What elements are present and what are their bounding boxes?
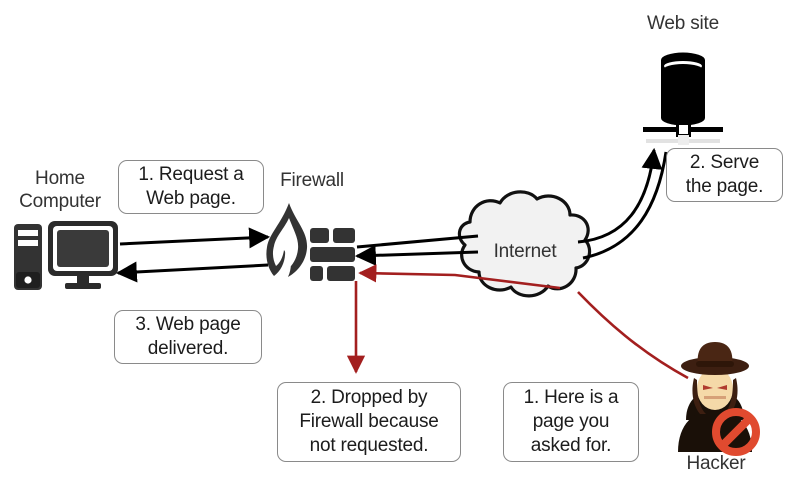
- callout-here-is-a-page: 1. Here is a page you asked for.: [503, 382, 639, 462]
- cloud-icon: [457, 190, 592, 298]
- callout-request-web-page: 1. Request a Web page.: [118, 160, 264, 214]
- firewall-flame-brick-icon: [266, 203, 355, 281]
- flow-website-to-internet: [582, 151, 668, 260]
- flow-firewall-to-internet: [356, 234, 479, 249]
- label-hacker: Hacker: [686, 453, 746, 474]
- flow-cloud-to-firewall-red: [358, 264, 561, 290]
- flow-internet-to-website: [577, 147, 663, 244]
- flow-computer-to-firewall: [119, 227, 271, 249]
- label-internet: Internet: [493, 241, 557, 262]
- callout-dropped-by-firewall: 2. Dropped by Firewall because not reque…: [277, 382, 461, 462]
- desktop-computer-icon: [14, 221, 118, 290]
- flow-firewall-to-computer: [115, 261, 269, 283]
- callout-web-page-delivered: 3. Web page delivered.: [114, 310, 262, 364]
- label-home-computer: Home Computer: [19, 168, 101, 212]
- flow-hacker-to-firewall: [577, 291, 689, 380]
- label-firewall: Firewall: [280, 170, 344, 191]
- label-web-site: Web site: [647, 13, 719, 34]
- flow-internet-to-firewall: [354, 244, 479, 266]
- callout-serve-the-page: 2. Serve the page.: [666, 148, 783, 202]
- hacker-figure-icon: [678, 342, 760, 456]
- server-database-icon: [643, 52, 723, 145]
